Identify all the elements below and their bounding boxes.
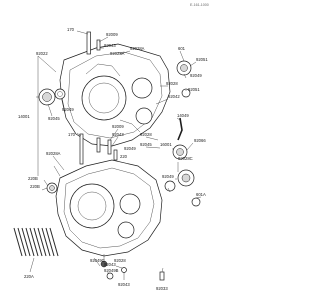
part-label: 92028A [46,151,61,156]
part-label: 92045 [140,142,152,147]
part-label: 92028C [178,156,193,161]
part-label: 16001 [160,142,172,147]
breather-hose [177,117,183,141]
left-oil-seal [54,88,66,100]
crankcase-bolt-set [13,227,59,257]
part-label: 92028 [140,132,152,137]
part-label: 92009 [112,124,124,129]
part-label: 92066 [194,138,206,143]
part-label: 220B [28,176,38,181]
part-label: 92049C [90,258,105,263]
dowel-pin-lower-c [113,149,118,161]
dowel-pin-upper-b [96,39,101,51]
diagram-svg: E-161-1000 [13,3,209,291]
leader-lines [29,30,202,280]
part-label: 92033 [156,286,168,291]
lower-crankcase-flange [63,167,155,249]
dowel-pin-lower-a [96,137,101,153]
right-lower-seal [164,180,176,192]
stud-170-lower [79,133,84,165]
part-label: 220B [30,184,40,189]
part-label: 92028A [130,46,145,51]
part-label: 92051 [196,57,208,62]
part-label: 220 [120,154,128,159]
lower-crank-bore [69,183,115,229]
part-label: 92043 [104,43,116,48]
part-label: 601 [178,46,186,51]
part-label: 220A [24,274,34,279]
upper-crank-bore [81,75,127,121]
right-upper-seal [181,88,191,98]
part-label: 92028A [110,51,125,56]
part-label: 92042 [168,94,180,99]
lower-shaft-bore-a [119,193,141,215]
part-label: 92049B [104,268,119,273]
washer-92043 [106,272,114,280]
part-label: 92045 [48,116,60,121]
part-label: 92028 [166,81,178,86]
part-label: 92028 [114,258,126,263]
part-label: 14049 [177,113,189,118]
upper-shaft-bore-b [135,107,153,125]
part-label: 14001 [18,114,30,119]
part-label: 92009 [106,32,118,37]
diagram-code: E-161-1000 [190,3,209,7]
part-label: 170 [68,132,76,137]
washer-92049 [121,267,127,273]
dowel-pin-lower-b [107,139,112,155]
part-label: 170 [67,27,75,32]
part-label: 92043 [104,262,116,267]
part-label: 92049 [124,146,136,151]
plug-92033 [159,271,165,281]
crankcase-exploded-diagram: E-161-1000 [13,3,209,291]
part-label: 601A [196,192,206,197]
part-label: 92051 [188,87,200,92]
part-label: 92022 [36,51,48,56]
part-label: 92043 [112,132,124,137]
part-labels: 170 92009 92043 92028A 92028A 601 92051 … [18,27,208,291]
part-label: 92049 [190,73,202,78]
part-label: 92049 [62,107,74,112]
upper-shaft-bore-a [131,77,153,99]
dowel-pin-upper-a [86,31,91,55]
lower-shaft-bore-b [117,221,135,239]
right-side-seal [191,197,201,207]
part-label: 92043 [118,282,130,287]
part-label: 92049 [162,174,174,179]
